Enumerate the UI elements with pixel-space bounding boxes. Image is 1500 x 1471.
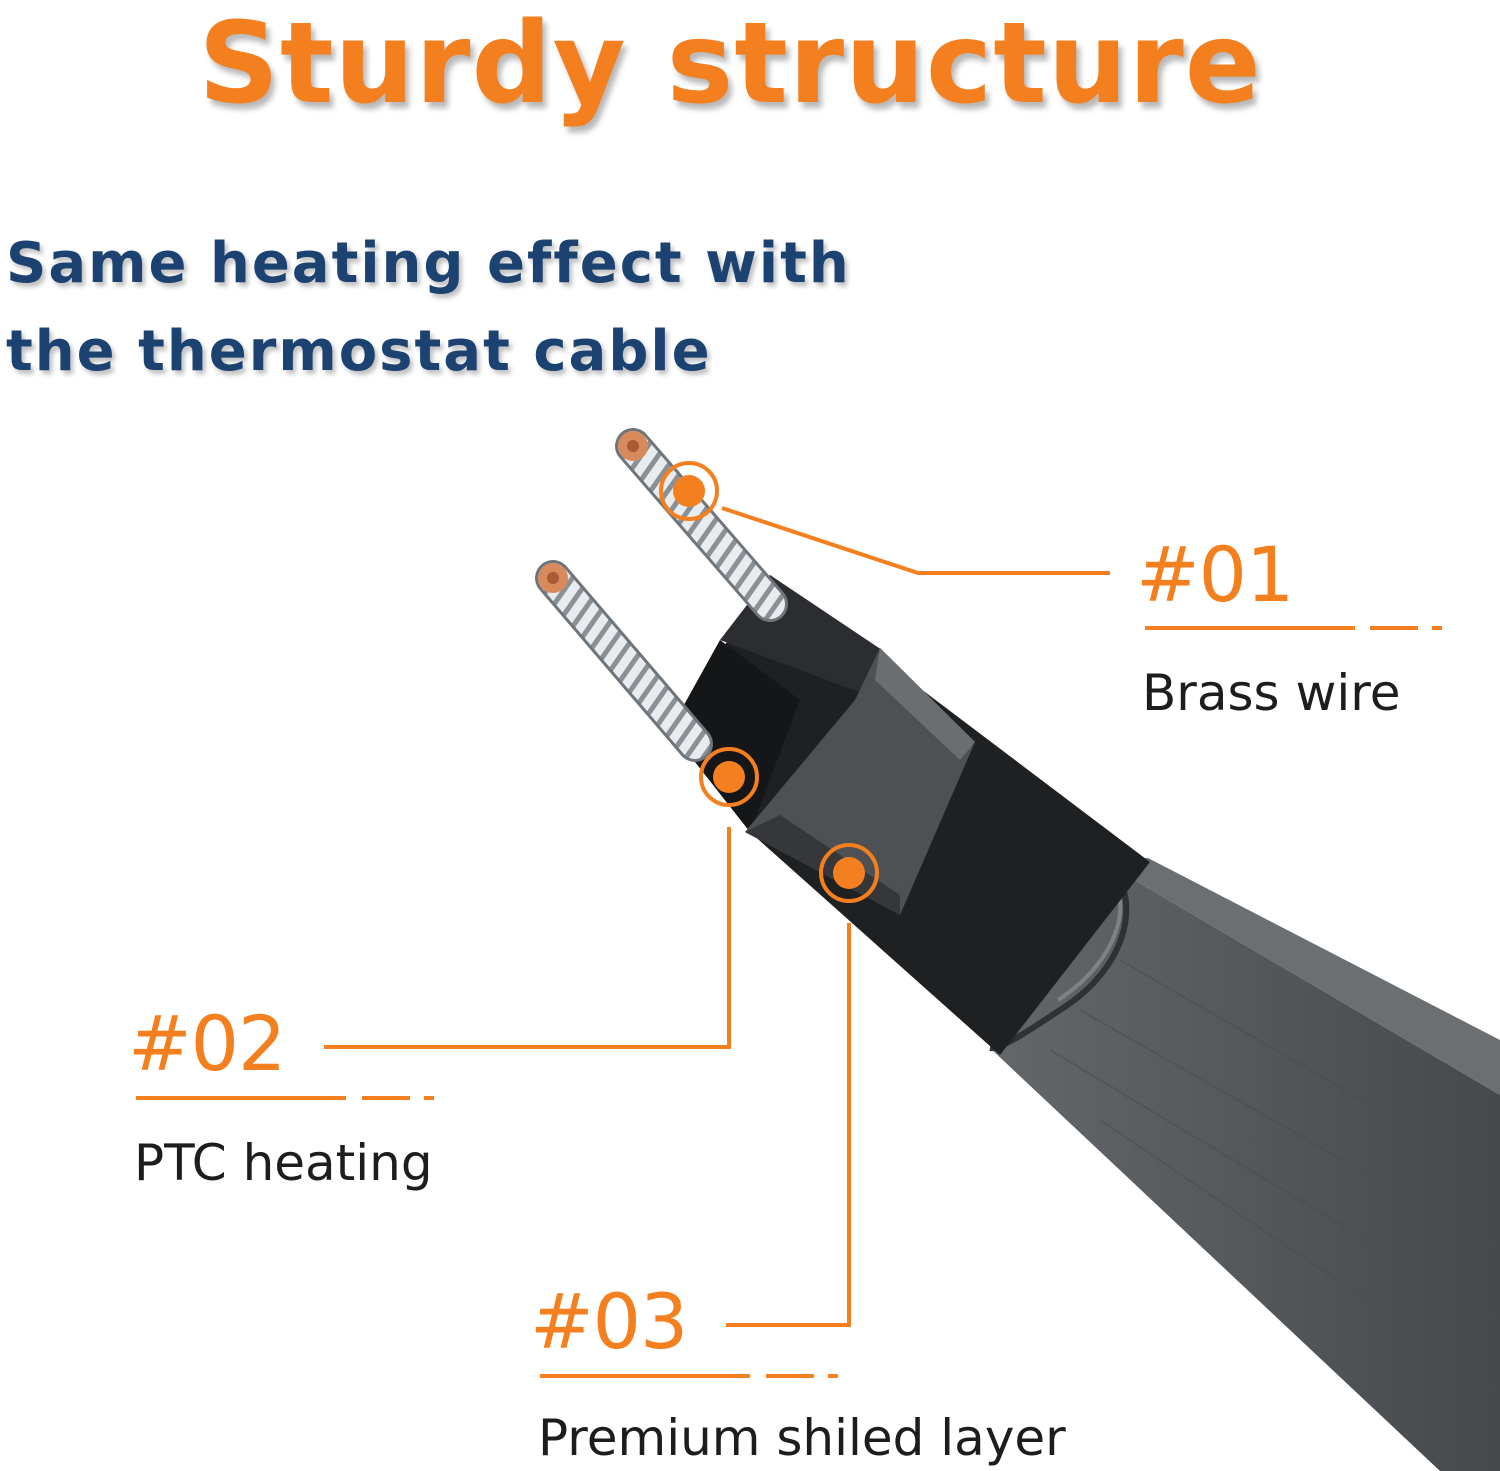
callout-03-label: Premium shiled layer xyxy=(538,1409,1066,1467)
callout-03-marker xyxy=(540,843,879,1378)
callout-01-label: Brass wire xyxy=(1142,664,1401,722)
page-title: Sturdy structure xyxy=(198,0,1262,129)
callout-02-number: #02 xyxy=(128,999,286,1088)
callout-01-marker xyxy=(659,461,1442,630)
subtitle: Same heating effect with the thermostat … xyxy=(6,220,906,396)
brass-wire-left xyxy=(535,560,713,762)
callout-02-label: PTC heating xyxy=(134,1134,433,1192)
brass-wire-right xyxy=(615,428,788,622)
subtitle-line-2: the thermostat cable xyxy=(6,319,712,384)
subtitle-line-1: Same heating effect with xyxy=(6,231,851,296)
callout-01-number: #01 xyxy=(1136,530,1294,619)
callout-03-number: #03 xyxy=(530,1277,688,1366)
callout-02-marker xyxy=(136,747,759,1100)
